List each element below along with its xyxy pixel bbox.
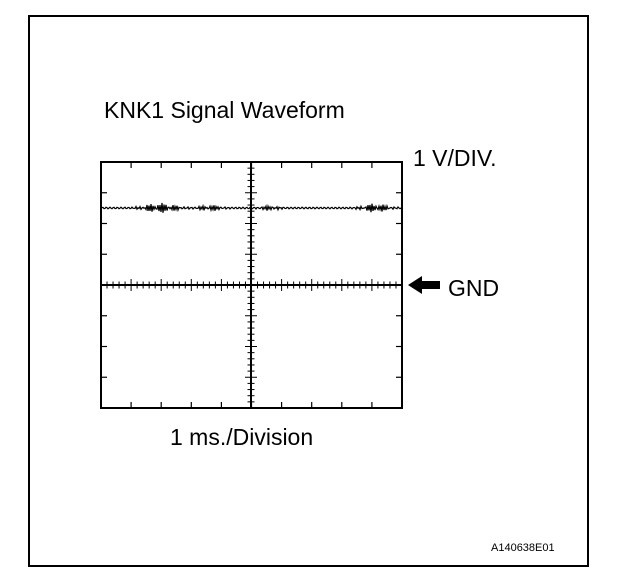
ground-label: GND <box>448 275 500 301</box>
voltage-scale-label: 1 V/DIV. <box>413 145 497 171</box>
time-scale-label: 1 ms./Division <box>170 424 314 450</box>
figure-frame <box>28 15 589 567</box>
arrow-left-icon <box>408 276 440 294</box>
graticule-ticks <box>101 162 402 408</box>
figure-code: A140638E01 <box>491 542 555 554</box>
figure-title: KNK1 Signal Waveform <box>104 97 345 123</box>
signal-trace <box>100 202 403 213</box>
